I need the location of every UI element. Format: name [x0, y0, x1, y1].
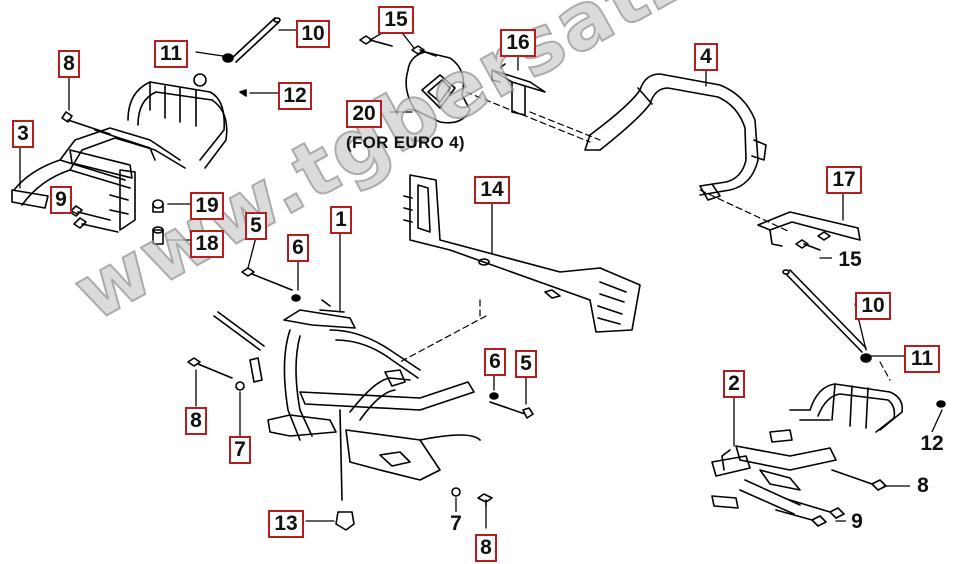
part-8-bolt-b: [187, 357, 233, 379]
part-17-bracket: [757, 211, 861, 247]
callout-19: 19: [190, 192, 224, 220]
callout-17: 17: [826, 166, 862, 194]
part-7-washer-b: [451, 487, 461, 497]
callout-6-upper: 6: [287, 234, 309, 262]
callout-12-upper: 12: [278, 82, 312, 110]
alignment-dashes: [399, 91, 891, 381]
callout-8-upper-left: 8: [58, 50, 80, 78]
part-8-bolt-d: [831, 469, 887, 491]
part-10-rod-b: [782, 269, 867, 353]
part-19-nut: [152, 199, 164, 213]
callout-15-upper: 15: [378, 6, 414, 34]
callout-20: 20: [346, 100, 382, 128]
callout-8-mid-left: 8: [185, 407, 207, 435]
callout-5-upper: 5: [245, 212, 267, 240]
callout-18: 18: [190, 230, 224, 258]
callout-9-right: 9: [846, 510, 868, 534]
part-7-washer-a: [235, 381, 245, 391]
part-16-bracket: [491, 63, 546, 116]
callout-14: 14: [474, 176, 510, 204]
euro4-note: (FOR EURO 4): [346, 133, 465, 152]
callout-8-right: 8: [910, 474, 936, 498]
callout-12-lower: 12: [914, 432, 950, 456]
callout-8-bottom: 8: [475, 534, 497, 562]
part-15-screws-b: [795, 231, 831, 251]
part-3-rear-carrier: [11, 73, 228, 231]
part-5-bolt-a: [241, 267, 293, 291]
part-9-bolts-a: [69, 205, 119, 233]
callout-15-lower: 15: [832, 248, 868, 272]
callout-4: 4: [694, 43, 718, 71]
callout-7-left: 7: [229, 436, 251, 464]
callout-1: 1: [330, 206, 352, 234]
callout-11-lower: 11: [904, 345, 940, 373]
part-12-clip-a: [239, 89, 247, 97]
callout-5-lower: 5: [515, 350, 537, 378]
part-18-pin: [152, 226, 164, 245]
callout-3: 3: [12, 120, 34, 148]
part-12-clip-b: [936, 400, 946, 408]
part-6-washer-a: [291, 294, 301, 302]
part-20-plate: [405, 51, 471, 124]
part-5-bolt-b: [489, 401, 534, 419]
part-11-nut-b: [860, 353, 872, 363]
callout-6-lower: 6: [484, 348, 506, 376]
callout-7-lower: 7: [445, 512, 467, 536]
part-4-guard-bar: [584, 73, 767, 201]
callout-11-upper: 11: [154, 40, 188, 68]
part-2-carrier: [711, 383, 904, 515]
part-14-bracket-plate: [403, 174, 641, 333]
callout-16: 16: [500, 29, 536, 57]
callout-13: 13: [268, 510, 304, 538]
callout-9-left: 9: [50, 186, 72, 214]
part-8-bolt-c: [477, 493, 493, 507]
part-8-bolt-a: [61, 111, 111, 135]
part-1-main-frame: [213, 299, 481, 501]
part-6-washer-b: [489, 392, 499, 400]
part-11-nut-a: [222, 53, 234, 63]
callout-2: 2: [723, 370, 745, 398]
part-13-grommet: [335, 511, 355, 531]
part-10-rod-a: [231, 17, 281, 63]
part-9-bolts-b: [775, 499, 845, 527]
callout-10-upper: 10: [296, 20, 330, 48]
callout-10-lower: 10: [855, 292, 891, 320]
